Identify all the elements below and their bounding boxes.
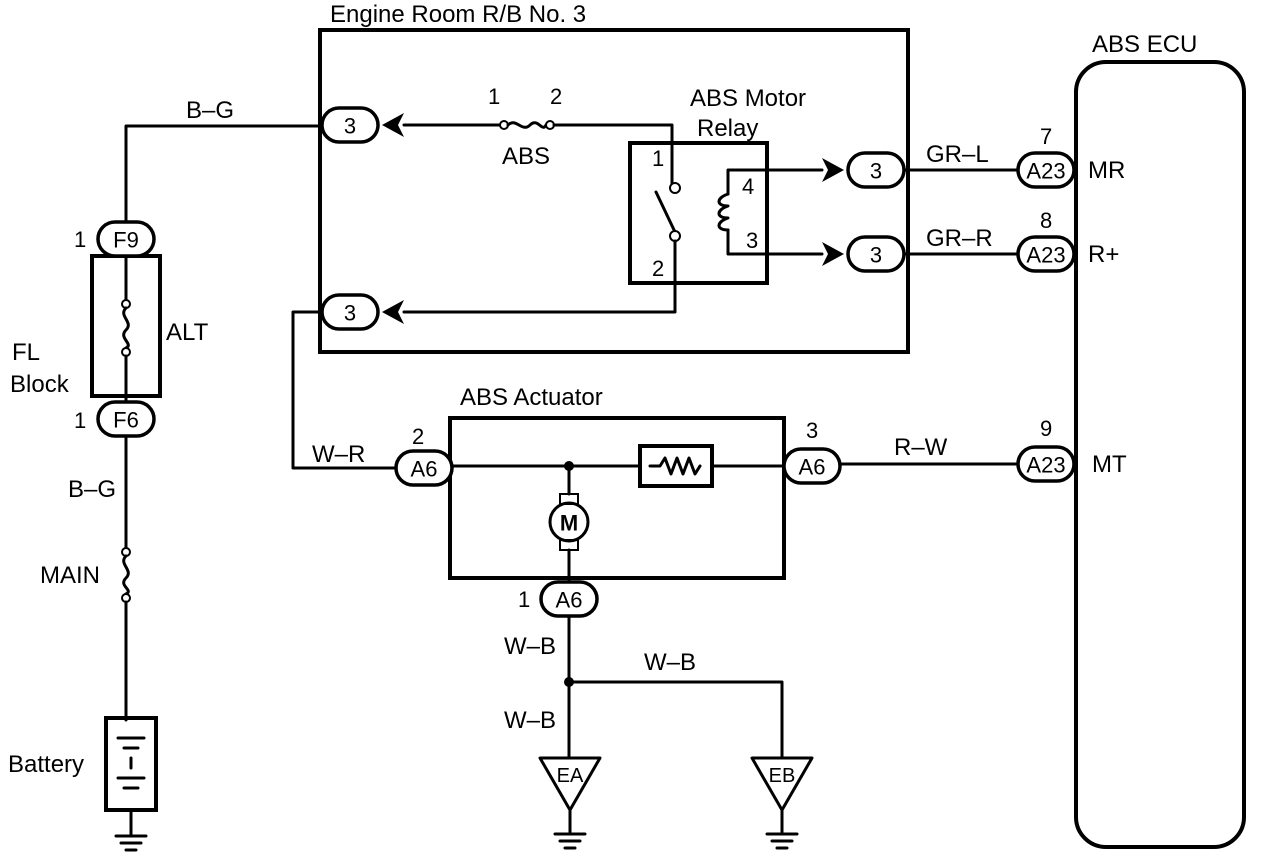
- connector-a6-right: [782, 447, 842, 485]
- connector-a6-bottom-text: A6: [556, 588, 583, 613]
- wire-label-bg-bottom: B–G: [68, 476, 116, 503]
- wire-label-wr: W–R: [312, 441, 365, 468]
- relay-pin-3: 3: [746, 228, 758, 253]
- motor-symbol: M: [560, 511, 578, 536]
- relay-coil-icon: [717, 192, 730, 232]
- alt-fuse-icon: [122, 306, 130, 350]
- main-fuse-icon: [122, 554, 130, 596]
- connector-f9-pin: 1: [74, 227, 86, 252]
- abs-ecu-label: ABS ECU: [1092, 31, 1197, 58]
- abs-motor-relay-box: [628, 141, 769, 285]
- connector-a6-right-pin: 3: [806, 418, 818, 443]
- ground-ea-triangle: [538, 756, 602, 812]
- abs-fuse-pin-right: 2: [550, 84, 562, 109]
- ecu-terminal-mt: MT: [1092, 451, 1127, 478]
- engine-room-rb-label: Engine Room R/B No. 3: [330, 1, 586, 28]
- wire-label-wb-branch: W–B: [644, 649, 696, 676]
- main-fuse-label: MAIN: [40, 562, 100, 589]
- abs-motor-relay-label-line2: Relay: [697, 115, 758, 142]
- connector-a23-rplus-text: A23: [1026, 243, 1065, 268]
- rb-connector-left-bottom-arrow: [382, 300, 404, 324]
- abs-ecu-box: [1074, 60, 1246, 849]
- rb-connector-left-top-arrow: [382, 113, 404, 137]
- connector-a23-mr: [1016, 151, 1076, 189]
- connector-a23-rplus-pin: 8: [1040, 208, 1052, 233]
- connector-a6-left: [394, 449, 454, 487]
- connector-a6-bottom-pin: 1: [518, 587, 530, 612]
- rb-connector-right-bottom-arrow: [822, 242, 844, 266]
- ground-eb-label: EB: [769, 765, 796, 787]
- fl-block-label-line2: Block: [10, 371, 70, 398]
- battery-ground-icon: [114, 834, 148, 852]
- alt-fuse-label: ALT: [166, 319, 209, 346]
- wire-abs-fuse-to-relay: [552, 123, 674, 186]
- wire-coil-bottom: [726, 228, 824, 256]
- rb-connector-right-bottom-text: 3: [870, 243, 882, 268]
- connector-f6-pin: 1: [74, 408, 86, 433]
- fl-block-label-line1: FL: [12, 339, 40, 366]
- connector-a23-rplus: [1016, 235, 1076, 273]
- connector-f6-text: F6: [113, 408, 139, 433]
- ground-eb-icon: [765, 832, 799, 850]
- engine-room-rb-box: [318, 28, 910, 354]
- connector-a23-mt: [1016, 445, 1076, 483]
- relay-switch-arm: [654, 190, 677, 234]
- wire-bg-top: [124, 124, 324, 226]
- connector-a6-left-text: A6: [411, 457, 438, 482]
- wire-label-rw: R–W: [894, 434, 948, 461]
- abs-motor-relay-label-line1: ABS Motor: [690, 85, 806, 112]
- connector-a6-left-pin: 2: [412, 424, 424, 449]
- abs-fuse-icon: [506, 121, 548, 129]
- abs-actuator-label: ABS Actuator: [460, 384, 603, 411]
- relay-pin-4: 4: [742, 174, 754, 199]
- wire-wb-branch: [567, 680, 784, 760]
- ground-ea-label: EA: [557, 765, 584, 787]
- ecu-terminal-rplus: R+: [1088, 241, 1119, 268]
- ground-eb-triangle: [750, 756, 814, 812]
- wire-coil-top: [726, 168, 824, 196]
- connector-a23-mt-text: A23: [1026, 453, 1065, 478]
- rb-connector-left-top: [320, 106, 380, 144]
- resistor-icon: [648, 456, 702, 476]
- relay-contact-1: [669, 182, 681, 194]
- connector-a23-mr-pin: 7: [1040, 124, 1052, 149]
- rb-connector-right-top-text: 3: [870, 159, 882, 184]
- wire-label-bg-top: B–G: [186, 97, 234, 124]
- abs-fuse-label: ABS: [502, 143, 550, 170]
- wire-wr: [291, 310, 398, 470]
- wire-label-grl: GR–L: [926, 141, 989, 168]
- ecu-terminal-mr: MR: [1088, 157, 1125, 184]
- relay-pin-1: 1: [652, 146, 664, 171]
- ground-ea-icon: [553, 832, 587, 850]
- rb-connector-left-bottom-text: 3: [344, 301, 356, 326]
- battery-label: Battery: [8, 751, 84, 778]
- connector-a23-mt-pin: 9: [1040, 416, 1052, 441]
- relay-pin-2: 2: [652, 256, 664, 281]
- abs-actuator-box: [448, 416, 786, 580]
- rb-connector-right-top-arrow: [822, 158, 844, 182]
- rb-connector-left-top-text: 3: [344, 114, 356, 139]
- connector-f9-text: F9: [113, 228, 139, 253]
- wire-relay-to-rb-left-bottom: [402, 239, 677, 314]
- wire-label-wb-upper: W–B: [504, 633, 556, 660]
- connector-a23-mr-text: A23: [1026, 159, 1065, 184]
- wire-label-wb-lower: W–B: [504, 707, 556, 734]
- abs-fuse-pin-left: 1: [488, 84, 500, 109]
- wire-label-grr: GR–R: [926, 225, 993, 252]
- connector-a6-right-text: A6: [799, 455, 826, 480]
